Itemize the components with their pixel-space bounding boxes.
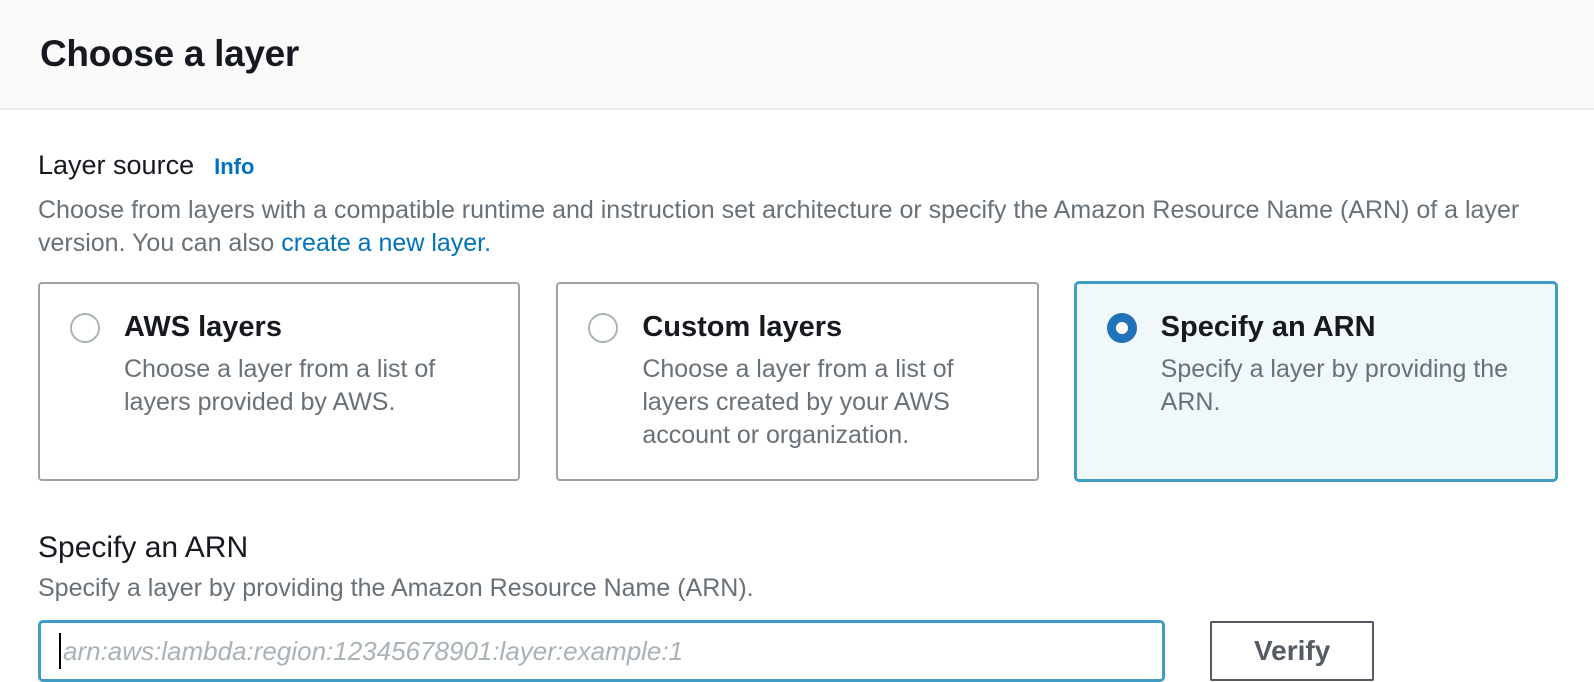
card-aws-layers-title: AWS layers	[124, 311, 282, 343]
arn-input-wrap	[38, 620, 1165, 682]
card-specify-arn-description: Specify a layer by providing the ARN.	[1160, 355, 1509, 416]
specify-arn-heading: Specify an ARN	[38, 531, 249, 564]
description-line-2: version. You can also create a new layer…	[38, 227, 1557, 260]
layer-source-label-row: Layer source Info	[38, 150, 1557, 181]
create-new-layer-link[interactable]: create a new layer.	[281, 229, 492, 257]
text-caret	[59, 633, 61, 669]
card-specify-arn-title: Specify an ARN	[1160, 311, 1376, 343]
verify-button[interactable]: Verify	[1210, 621, 1375, 681]
radio-specify-arn[interactable]	[1106, 312, 1137, 343]
card-aws-layers[interactable]: AWS layers Choose a layer from a list of…	[38, 282, 521, 481]
layer-source-options: AWS layers Choose a layer from a list of…	[38, 282, 1557, 481]
arn-input[interactable]	[38, 620, 1165, 682]
page-title: Choose a layer	[40, 33, 300, 74]
description-line-1: Choose from layers with a compatible run…	[38, 196, 1520, 224]
card-specify-arn[interactable]: Specify an ARN Specify a layer by provid…	[1074, 282, 1557, 481]
radio-custom-layers[interactable]	[588, 312, 619, 343]
panel-content: Layer source Info Choose from layers wit…	[0, 110, 1594, 682]
card-aws-layers-description: Choose a layer from a list of layers pro…	[124, 355, 436, 416]
specify-arn-description: Specify a layer by providing the Amazon …	[38, 574, 754, 602]
card-custom-layers[interactable]: Custom layers Choose a layer from a list…	[556, 282, 1039, 481]
card-custom-layers-head: Custom layers	[588, 311, 1006, 344]
description-line-2-text: version. You can also	[38, 229, 282, 257]
card-specify-arn-head: Specify an ARN	[1106, 311, 1525, 344]
radio-aws-layers[interactable]	[70, 312, 100, 343]
arn-input-row: Verify	[38, 620, 1557, 682]
layer-source-description: Choose from layers with a compatible run…	[38, 194, 1557, 260]
panel-header: Choose a layer	[0, 0, 1594, 110]
layer-source-label: Layer source	[38, 150, 195, 180]
card-custom-layers-title: Custom layers	[642, 311, 843, 343]
info-link[interactable]: Info	[214, 154, 255, 179]
card-custom-layers-description: Choose a layer from a list of layers cre…	[642, 355, 954, 449]
card-aws-layers-head: AWS layers	[70, 311, 488, 344]
